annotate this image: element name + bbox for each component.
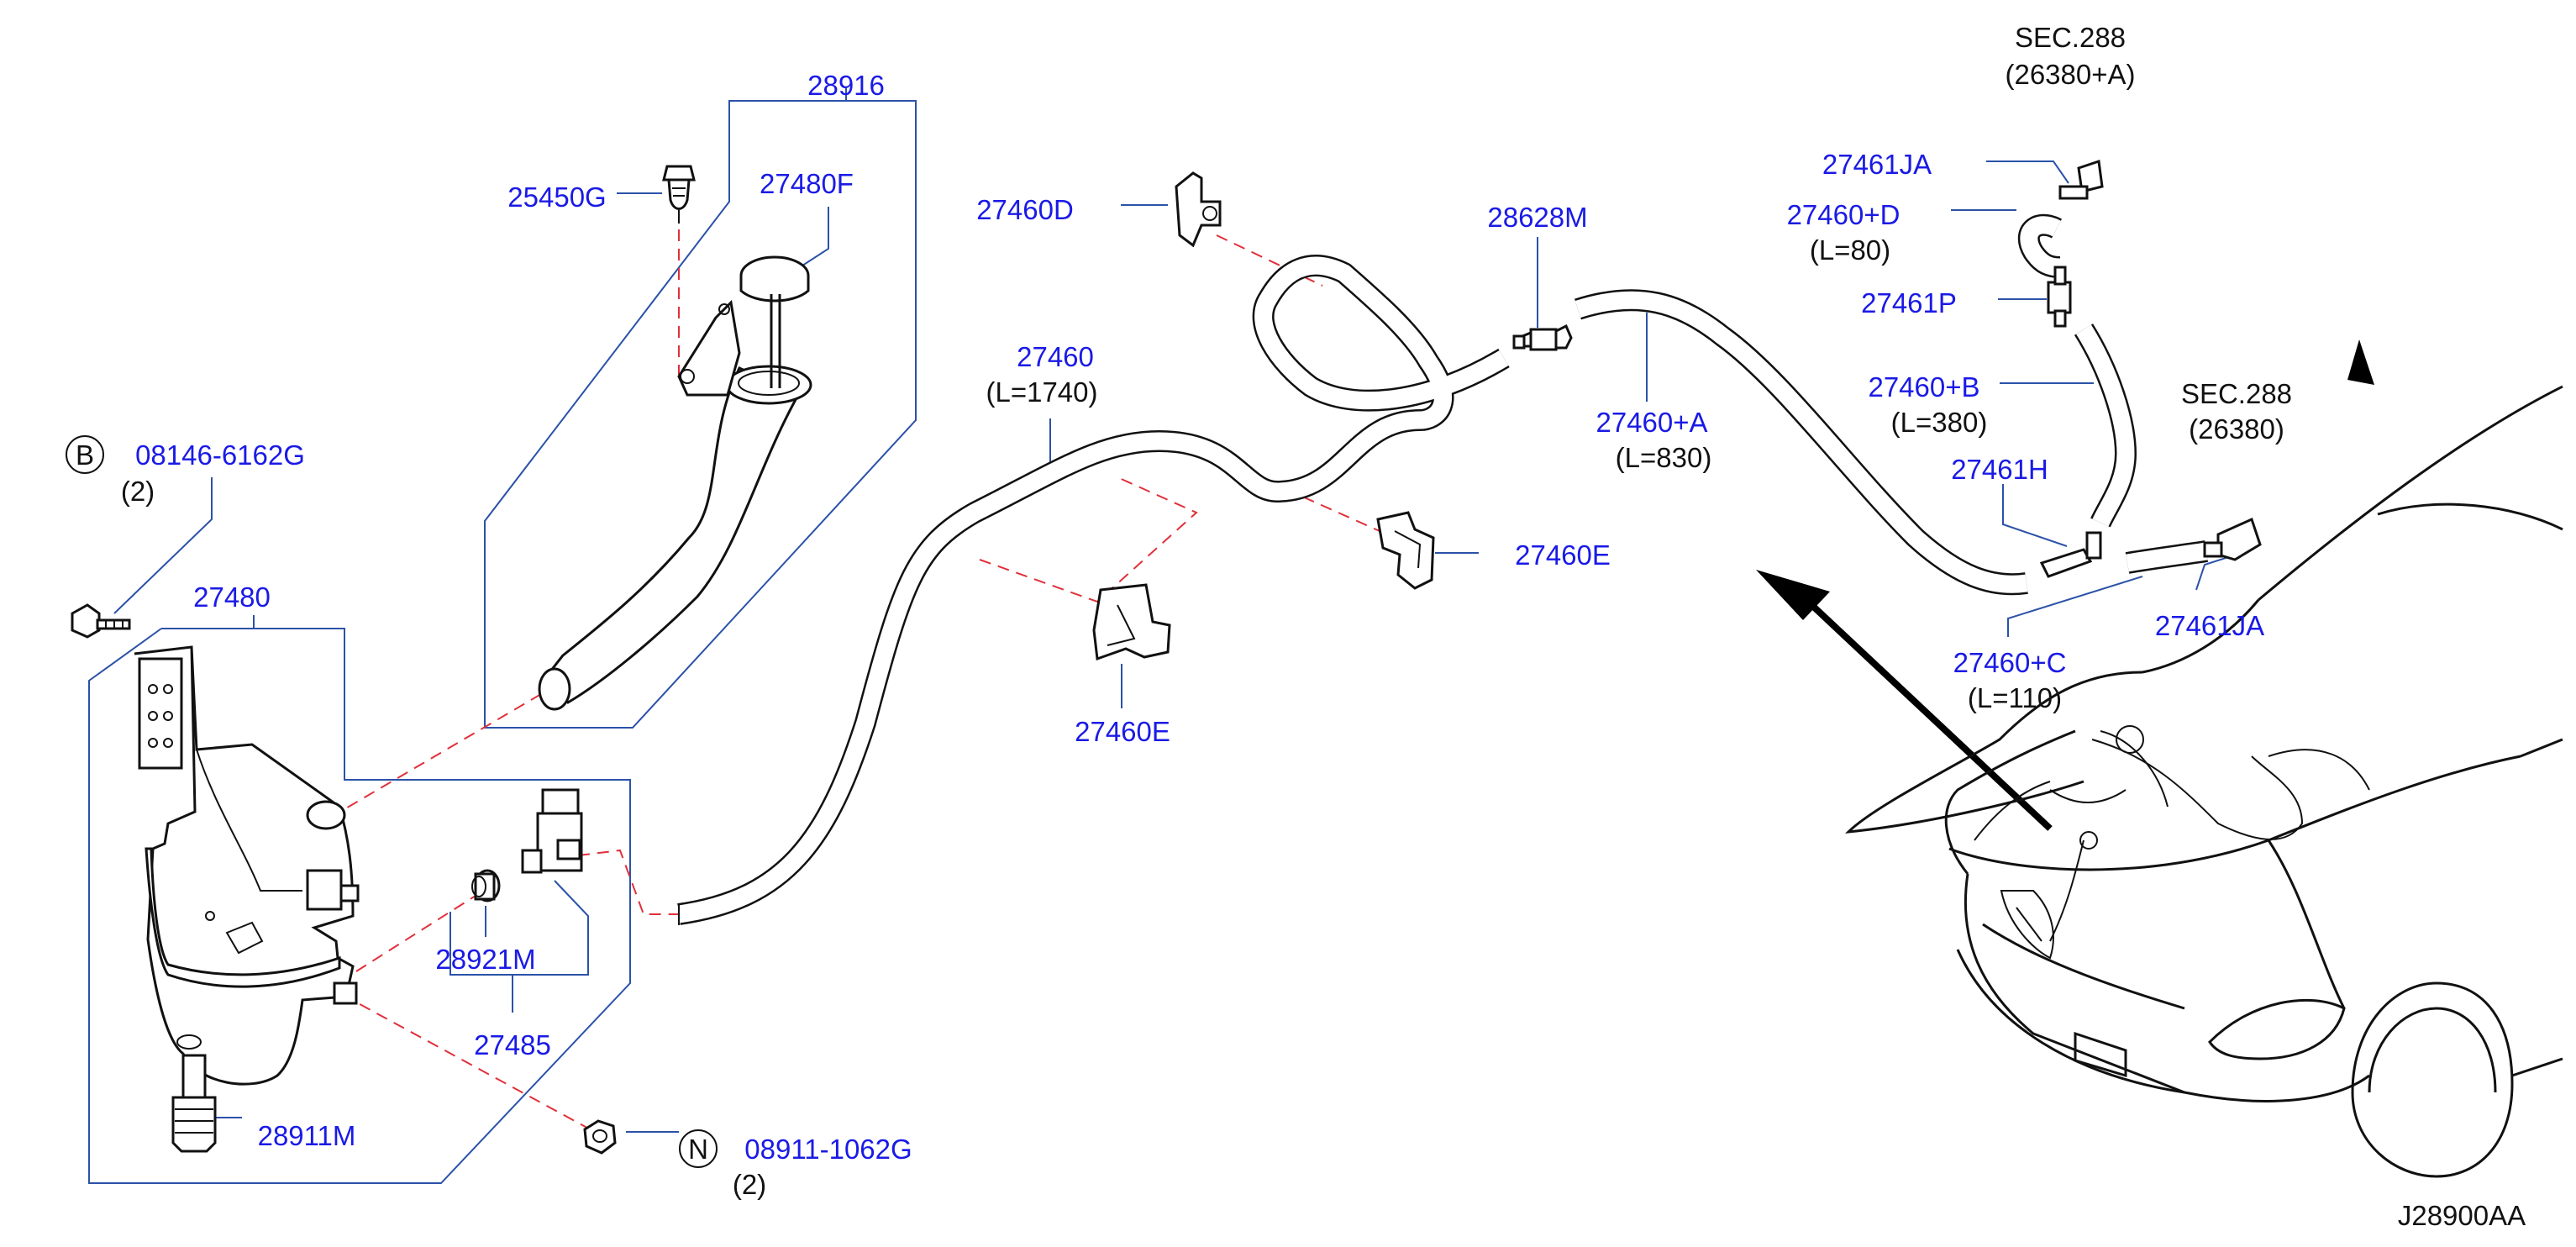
svg-text:B: B — [76, 439, 94, 471]
label-27460-b: 27460+B — [1868, 371, 1979, 403]
part-labels: 28916 25450G 27480F 08146-6162G (2) 2748… — [121, 22, 2526, 1231]
grommet-28921m — [471, 869, 501, 902]
label-27460-d-plus: 27460+D — [1787, 199, 1900, 230]
hose-27460-b — [2074, 324, 2137, 528]
label-sec288-top: SEC.288 — [2015, 22, 2126, 53]
svg-text:N: N — [688, 1134, 708, 1165]
filler-neck-28916 — [538, 299, 812, 711]
nut-marker: N — [679, 1129, 718, 1168]
label-27480: 27480 — [193, 581, 271, 613]
direction-arrow — [1756, 339, 2374, 831]
label-27461h: 27461H — [1951, 454, 2048, 485]
label-08146-qty: (2) — [121, 476, 155, 507]
label-27460-length: (L=1740) — [986, 376, 1097, 408]
label-08911-1062g: 08911-1062G — [744, 1134, 912, 1165]
hose-27460-d — [2017, 213, 2063, 278]
label-27461ja-bottom: 27461JA — [2155, 610, 2264, 641]
hose-27460-a — [1575, 289, 2028, 596]
nozzle-27461ja-bottom — [2203, 517, 2262, 561]
vehicle-illustration — [1844, 385, 2563, 1178]
check-valve-28628m — [1512, 324, 1573, 351]
label-27460-b-length: (L=380) — [1891, 407, 1988, 438]
label-28916: 28916 — [807, 70, 885, 101]
washer-pump-27485 — [521, 788, 583, 874]
bracket-27480 — [88, 628, 631, 1184]
label-27461p: 27461P — [1861, 287, 1957, 318]
label-sec288-top-ref: (26380+A) — [2005, 59, 2135, 90]
label-27460-a: 27460+A — [1596, 407, 1707, 438]
clamp-27460e-lower — [1092, 583, 1171, 661]
label-27460-a-length: (L=830) — [1616, 442, 1712, 473]
label-27460-d-plus-length: (L=80) — [1810, 234, 1890, 266]
label-27460d: 27460D — [976, 194, 1074, 225]
hose-27460 — [677, 255, 1510, 925]
label-27480f: 27480F — [760, 168, 854, 199]
label-25450g: 25450G — [507, 182, 606, 213]
level-sensor-28911m — [171, 1054, 217, 1153]
connector-27461h — [2039, 531, 2102, 578]
connector-27461p — [2047, 266, 2072, 328]
bolt-marker: B — [66, 435, 104, 474]
diagram-code: J28900AA — [2398, 1200, 2526, 1231]
label-27461ja-top: 27461JA — [1822, 149, 1932, 180]
reservoir-tank-27480 — [134, 645, 360, 1086]
label-27460e-lower: 27460E — [1075, 716, 1170, 747]
label-27460-c: 27460+C — [1953, 647, 2067, 678]
nozzle-27461ja-top — [2058, 160, 2104, 200]
bolt-08146-6162g — [71, 603, 131, 639]
label-08146-6162g: 08146-6162G — [135, 439, 305, 471]
label-sec288-right-ref: (26380) — [2189, 413, 2284, 445]
hose-27460-c — [2125, 540, 2208, 574]
clamp-27460d — [1175, 171, 1222, 248]
filler-cap-27480f — [739, 255, 810, 388]
label-27460e-upper: 27460E — [1515, 539, 1611, 571]
nut-08911-1062g — [583, 1119, 617, 1155]
label-sec288-right: SEC.288 — [2181, 378, 2292, 409]
label-27485: 27485 — [474, 1029, 551, 1060]
clip-25450g — [662, 165, 696, 224]
label-28921m: 28921M — [435, 944, 535, 975]
label-27460: 27460 — [1017, 341, 1094, 372]
label-28911m: 28911M — [258, 1120, 356, 1151]
clamp-27460e-upper — [1376, 511, 1435, 590]
label-28628m: 28628M — [1487, 202, 1587, 233]
label-27460-c-length: (L=110) — [1968, 682, 2062, 713]
label-08911-qty: (2) — [733, 1169, 766, 1200]
